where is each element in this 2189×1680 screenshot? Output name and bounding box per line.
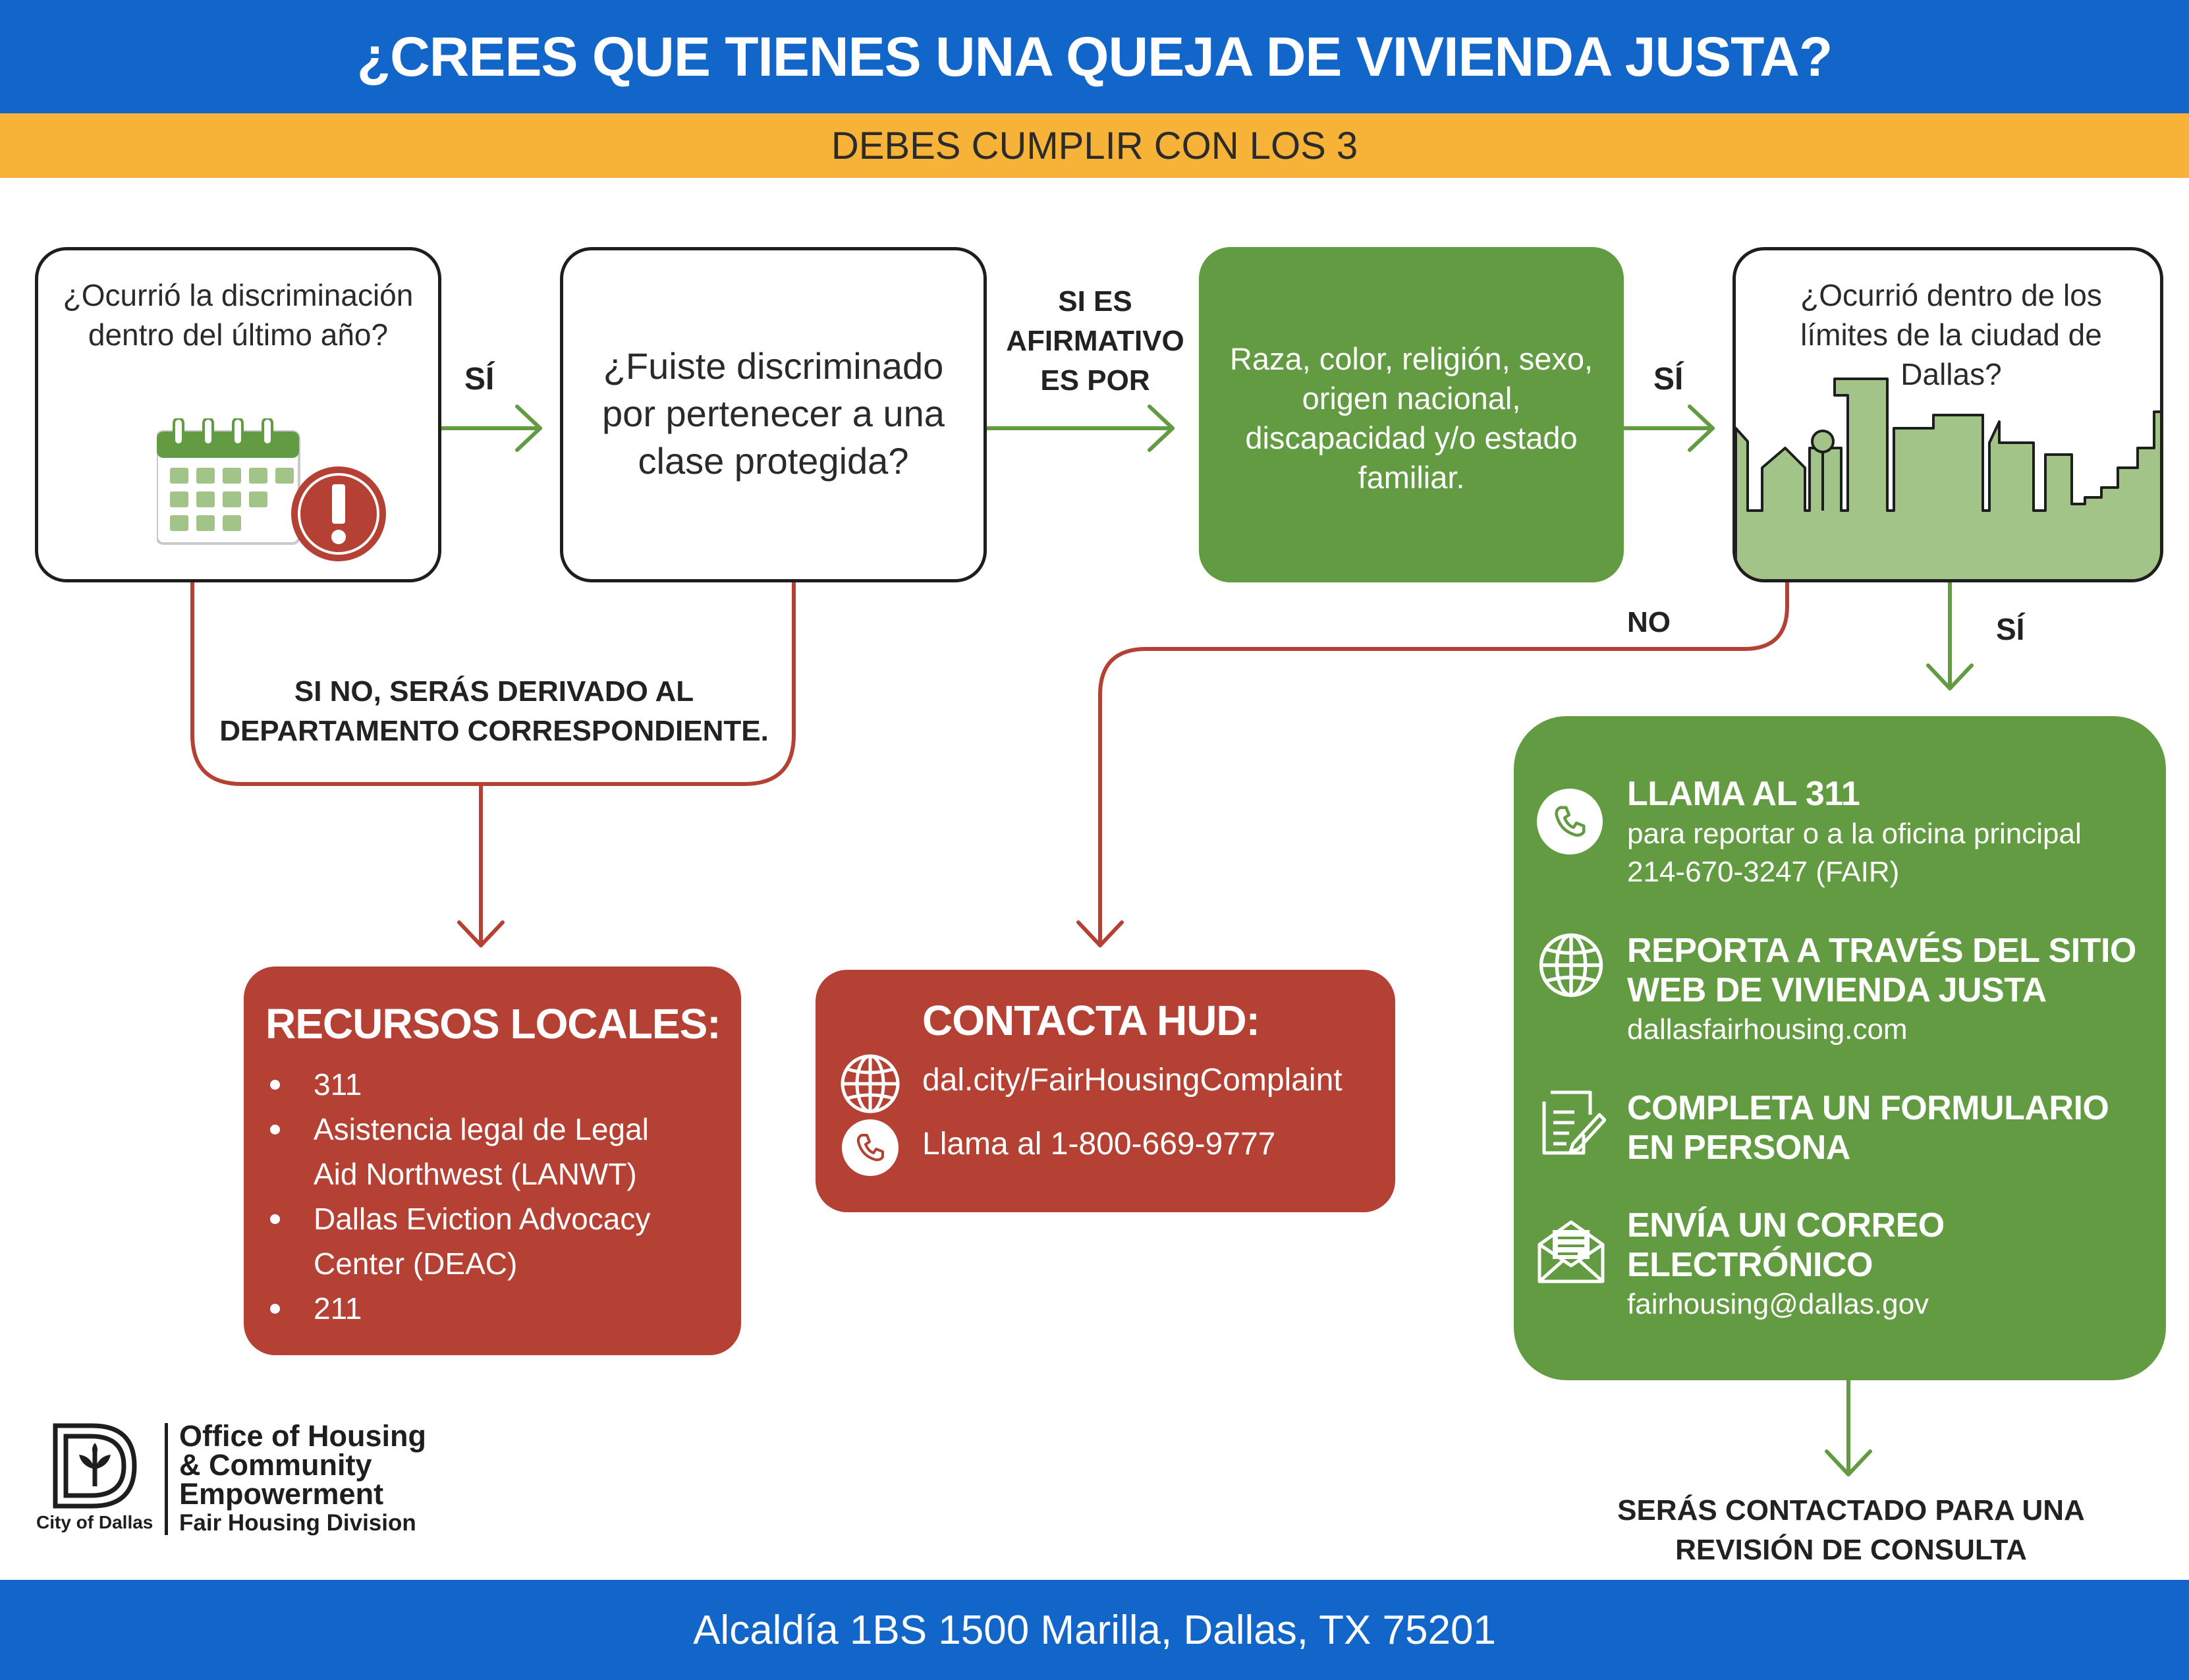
action-call-details: para reportar o a la oficina principal 2… <box>1627 818 2082 888</box>
question-location-box: ¿Ocurrió dentro de los límites de la ciu… <box>1732 247 2163 582</box>
label-yes-3: SÍ <box>1996 612 2025 646</box>
page-subtitle: DEBES CUMPLIR CON LOS 3 <box>0 113 2189 178</box>
footer-address: Alcaldía 1BS 1500 Marilla, Dallas, TX 75… <box>0 1580 2189 1680</box>
label-if-yes: SI ES AFIRMATIVO ES POR <box>1006 285 1184 397</box>
action-website-title: REPORTA A TRAVÉS DEL SITIO WEB DE VIVIEN… <box>1627 932 2136 1009</box>
action-email-address[interactable]: fairhousing@dallas.gov <box>1627 1288 1929 1320</box>
logo-city-name: City of Dallas <box>36 1512 153 1532</box>
phone-icon <box>842 1119 899 1176</box>
label-yes-1: SÍ <box>464 362 495 397</box>
protected-classes-list: Raza, color, religión, sexo, origen naci… <box>1229 341 1593 495</box>
logo-division: Fair Housing Division <box>179 1510 416 1536</box>
label-yes-2: SÍ <box>1653 362 1684 397</box>
logo-divider <box>165 1423 168 1535</box>
calendar-alert-icon <box>157 418 386 561</box>
question-protected-class-box: ¿Fuiste discriminado por pertenecer a un… <box>560 247 987 582</box>
hud-contact-box: CONTACTA HUD: dal.city/FairHousingCompla… <box>816 970 1395 1212</box>
no-path <box>1098 580 1789 947</box>
action-form-title: COMPLETA UN FORMULARIO EN PERSONA <box>1627 1089 2109 1167</box>
referral-note: SI NO, SERÁS DERIVADO AL DEPARTAMENTO CO… <box>219 675 769 747</box>
question-protected-class: ¿Fuiste discriminado por pertenecer a un… <box>602 345 945 482</box>
hud-phone[interactable]: Llama al 1-800-669-9777 <box>922 1127 1276 1162</box>
referral-loop <box>190 580 796 786</box>
question-location: ¿Ocurrió dentro de los límites de la ciu… <box>1800 278 2102 391</box>
question-timeframe: ¿Ocurrió la discriminación dentro del úl… <box>63 278 414 352</box>
globe-icon <box>841 1054 900 1113</box>
logo-office-name: Office of Housing & Community Empowermen… <box>179 1419 426 1511</box>
label-no: NO <box>1627 606 1671 638</box>
phone-icon <box>1537 789 1603 854</box>
list-item: 311 <box>263 1062 725 1107</box>
form-icon <box>1542 1090 1606 1155</box>
list-item: 211 <box>263 1286 725 1331</box>
page-title: ¿CREES QUE TIENES UNA QUEJA DE VIVIENDA … <box>356 25 1833 88</box>
action-call-title: LLAMA AL 311 <box>1627 775 1860 813</box>
local-resources-box: RECURSOS LOCALES: 311 Asistencia legal d… <box>244 966 741 1355</box>
hud-title: CONTACTA HUD: <box>922 997 1260 1044</box>
dallas-skyline-icon <box>1736 378 2160 579</box>
hud-website-link[interactable]: dal.city/FairHousingComplaint <box>922 1063 1343 1098</box>
city-of-dallas-logo-icon <box>53 1423 137 1509</box>
envelope-icon <box>1538 1220 1605 1283</box>
question-timeframe-box: ¿Ocurrió la discriminación dentro del úl… <box>35 247 441 582</box>
outcome-note: SERÁS CONTACTADO PARA UNA REVISIÓN DE CO… <box>1617 1494 2085 1566</box>
globe-icon <box>1539 933 1603 997</box>
action-website-link[interactable]: dallasfairhousing.com <box>1627 1013 1908 1046</box>
header-banner <box>0 0 2189 113</box>
reporting-options-box: LLAMA AL 311 para reportar o a la oficin… <box>1514 716 2166 1380</box>
local-resources-title: RECURSOS LOCALES: <box>265 1000 721 1048</box>
action-email-title: ENVÍA UN CORREO ELECTRÓNICO <box>1627 1206 1945 1284</box>
protected-classes-box: Raza, color, religión, sexo, origen naci… <box>1199 247 1624 582</box>
